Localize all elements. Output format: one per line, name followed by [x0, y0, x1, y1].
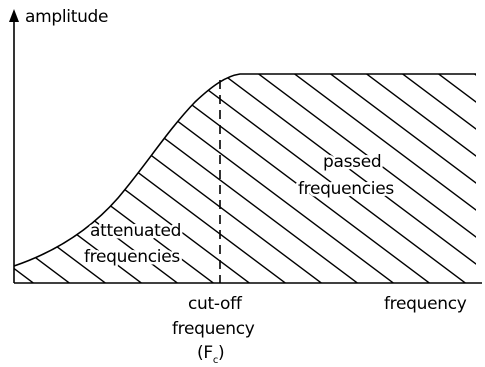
- cutoff-label-line1: cut-off: [188, 294, 243, 314]
- hatch-line: [419, 74, 476, 283]
- cutoff-symbol-subscript: c: [213, 355, 218, 366]
- response-curve: [13, 73, 476, 267]
- hatch-line: [311, 74, 476, 283]
- cutoff-symbol-close: ): [218, 343, 224, 363]
- hatch-line: [167, 74, 469, 283]
- x-axis-label: frequency: [384, 294, 467, 314]
- hatch-line: [14, 74, 37, 283]
- attenuated-label-line2: frequencies: [84, 247, 180, 267]
- hatch-line: [14, 74, 145, 283]
- y-axis-label: amplitude: [25, 7, 108, 27]
- hatch-line: [14, 74, 109, 283]
- hatch-line: [239, 74, 476, 283]
- axes: [9, 9, 482, 284]
- hatched-area: [14, 74, 476, 283]
- hatch-line: [455, 74, 476, 283]
- cutoff-label-line2: frequency: [172, 319, 255, 339]
- passed-label-line2: frequencies: [298, 179, 394, 199]
- hatch-line: [275, 74, 476, 283]
- attenuated-label-line1: attenuated: [90, 221, 181, 241]
- hatch-line: [383, 74, 476, 283]
- hatch-line: [347, 74, 476, 283]
- passed-label-line1: passed: [323, 152, 381, 172]
- cutoff-symbol: (Fc): [197, 343, 224, 366]
- y-axis-arrowhead: [9, 9, 19, 22]
- cutoff-symbol-open: (F: [197, 343, 213, 363]
- hatch-line: [14, 74, 73, 283]
- hatch-line: [203, 74, 476, 283]
